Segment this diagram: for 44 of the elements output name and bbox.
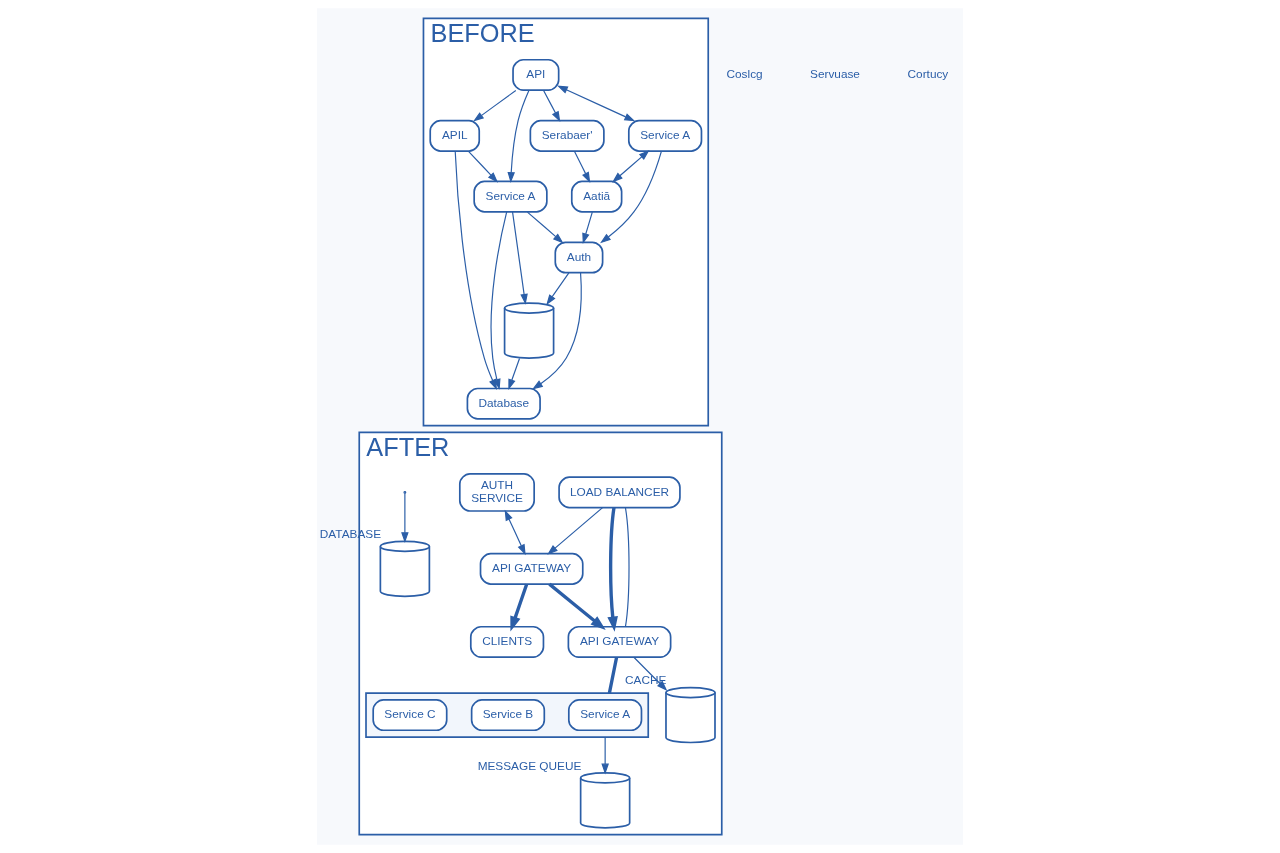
- arrow: [607, 507, 618, 632]
- arrow: [473, 89, 517, 122]
- label: Cortucy: [907, 67, 949, 82]
- node-box: Service C: [372, 699, 448, 732]
- arrow: [600, 150, 663, 244]
- node-box: API GATEWAY: [567, 625, 672, 659]
- node-box: Database: [466, 387, 541, 420]
- node-box: Aatiā: [570, 180, 623, 213]
- label: Coslcg: [726, 67, 763, 82]
- arrow: [504, 509, 526, 556]
- node-box: Serabaer': [529, 119, 605, 152]
- node-box: API: [512, 58, 560, 92]
- node-box: Service B: [470, 699, 546, 732]
- arrow: [546, 272, 570, 306]
- node-box: API GATEWAY: [479, 552, 584, 585]
- arrow: [467, 150, 499, 183]
- arrow: [543, 89, 561, 123]
- node-box: APIL: [429, 119, 481, 152]
- arrow: [511, 211, 528, 305]
- node-box: LOAD BALANCER: [558, 476, 681, 509]
- node-box: AUTH SERVICE: [458, 472, 535, 512]
- connector: [607, 656, 619, 694]
- arrow: [612, 150, 650, 183]
- node-box: CLIENTS: [469, 625, 545, 659]
- node-box: Service A: [627, 119, 703, 152]
- label: Servuase: [810, 67, 860, 82]
- arrow: [573, 150, 591, 183]
- arrow: [401, 492, 409, 544]
- connector: [624, 507, 630, 628]
- node-label: MESSAGE QUEUE: [477, 758, 582, 773]
- arrow: [557, 85, 636, 122]
- arrow: [510, 583, 529, 632]
- arrow: [582, 211, 593, 244]
- arrow: [547, 507, 604, 555]
- node-box: Service A: [567, 699, 643, 732]
- arrow: [508, 357, 521, 390]
- arrow: [548, 582, 606, 630]
- node-box: Auth: [554, 241, 604, 274]
- arrow: [507, 89, 530, 183]
- node-box: Service A: [473, 180, 548, 213]
- arrow: [601, 736, 609, 775]
- cluster: [365, 692, 650, 738]
- arrow: [532, 272, 582, 390]
- arrow: [526, 211, 564, 244]
